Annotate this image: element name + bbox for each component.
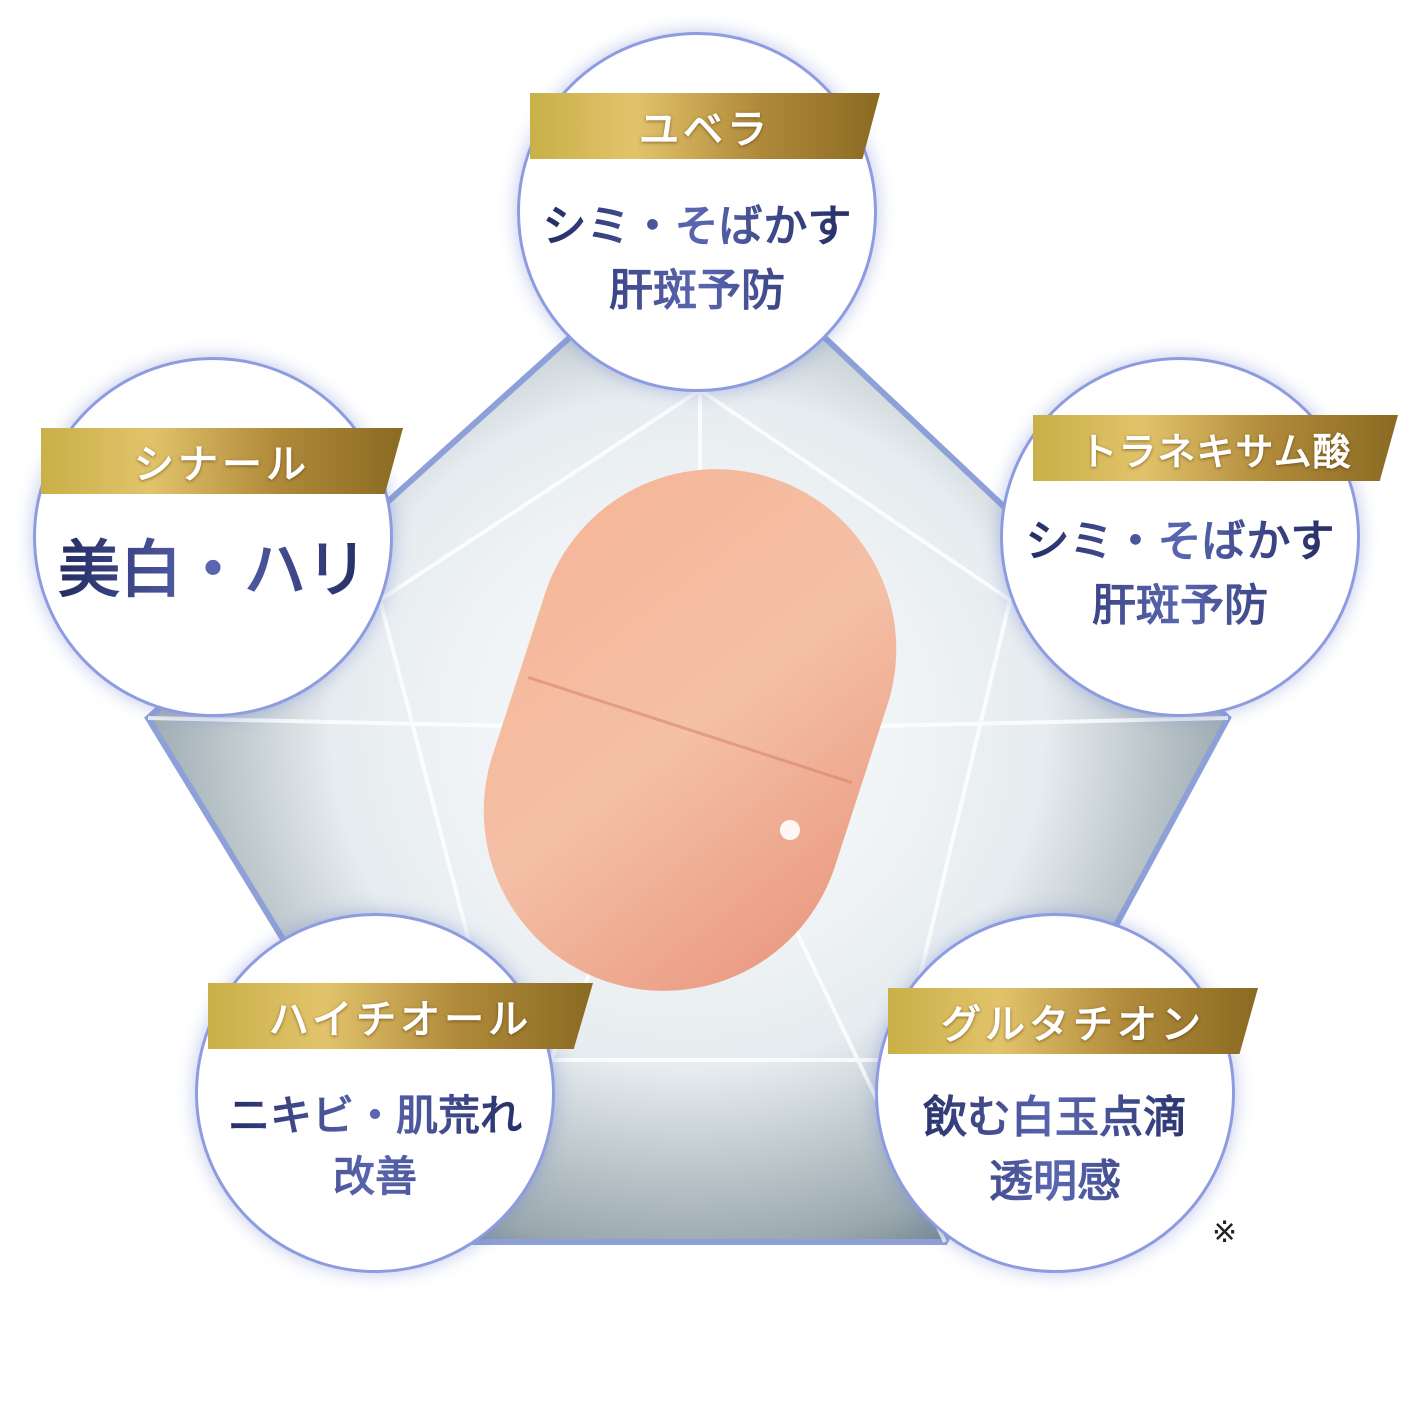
- ingredient-benefit: ニキビ・肌荒れ 改善: [198, 1086, 552, 1208]
- ingredient-circle-cinal: シナール 美白・ハリ: [33, 357, 403, 717]
- ingredient-name-banner: ハイチオール: [208, 983, 593, 1049]
- ingredient-benefit: シミ・そばかす 肝斑予防: [520, 195, 874, 323]
- footnote-mark: ※: [1212, 1215, 1238, 1250]
- ingredient-circle-hythiol: ハイチオール ニキビ・肌荒れ 改善: [195, 913, 593, 1273]
- ingredient-circle-glutathione: グルタチオン 飲む白玉点滴 透明感: [875, 913, 1258, 1273]
- pill-image: [483, 469, 897, 991]
- benefit-line: 飲む白玉点滴: [878, 1086, 1232, 1150]
- ingredient-benefit: 美白・ハリ: [36, 525, 390, 615]
- ingredient-circle-tranexamic-acid: トラネキサム酸 シミ・そばかす 肝斑予防: [1000, 357, 1398, 717]
- benefit-line: 肝斑予防: [1003, 574, 1357, 638]
- benefit-line: ニキビ・肌荒れ: [198, 1086, 552, 1147]
- ingredient-name-banner: トラネキサム酸: [1033, 415, 1398, 481]
- benefit-line: 肝斑予防: [520, 259, 874, 323]
- ingredient-benefit: 飲む白玉点滴 透明感: [878, 1086, 1232, 1214]
- ingredient-name-banner: ユベラ: [530, 93, 880, 159]
- benefit-line: シミ・そばかす: [520, 195, 874, 259]
- ingredient-circle-yubera: ユベラ シミ・そばかす 肝斑予防: [517, 32, 880, 392]
- ingredient-benefit: シミ・そばかす 肝斑予防: [1003, 510, 1357, 638]
- benefit-line: 改善: [198, 1147, 552, 1208]
- sparkle-icon: [780, 820, 800, 840]
- benefit-line: 透明感: [878, 1150, 1232, 1214]
- benefit-line: シミ・そばかす: [1003, 510, 1357, 574]
- ingredient-name-banner: シナール: [41, 428, 403, 494]
- benefit-line: 美白・ハリ: [36, 525, 390, 615]
- ingredient-name-banner: グルタチオン: [888, 988, 1258, 1054]
